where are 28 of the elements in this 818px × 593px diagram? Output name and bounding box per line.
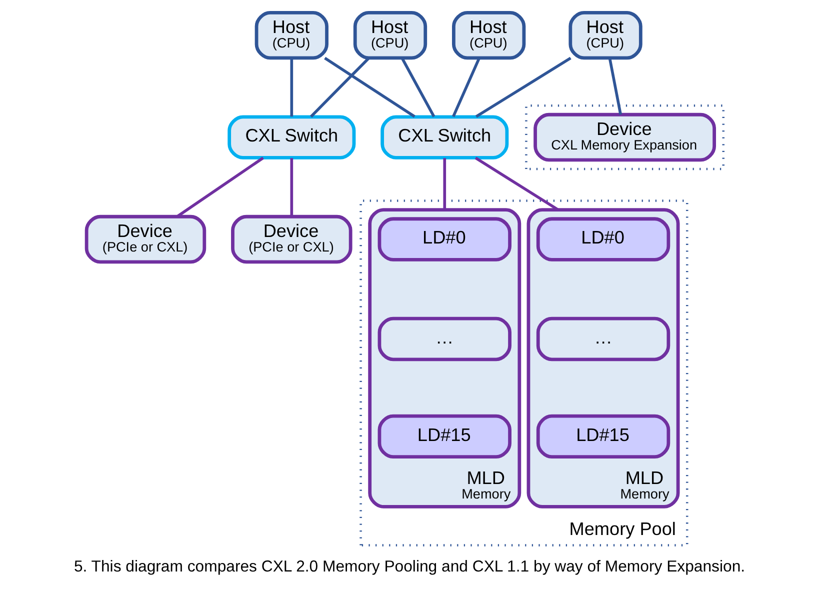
node-box: Device (PCIe or CXL) (230, 214, 352, 264)
connector (290, 58, 293, 117)
connector (400, 57, 435, 118)
node-box: Host (CPU) (352, 10, 427, 60)
connector (176, 156, 264, 218)
connector (474, 156, 558, 212)
connector (324, 56, 415, 118)
connector (452, 58, 480, 118)
node-box: LD#15 (377, 414, 511, 459)
node-box: LD#0 (377, 217, 511, 262)
node-box: CXL Switch (227, 115, 356, 160)
node-box: Host (CPU) (568, 10, 642, 60)
node-box: Device CXL Memory Expansion (533, 112, 716, 162)
node-box: … (536, 316, 670, 362)
node-box: LD#0 (536, 217, 670, 262)
cluster (524, 104, 724, 170)
connector (608, 58, 622, 115)
connector (310, 57, 370, 118)
node-box: Device (PCIe or CXL) (84, 214, 206, 264)
node-box: LD#15 (536, 414, 670, 459)
node-box: … (377, 316, 511, 362)
node-box: Host (CPU) (254, 10, 328, 60)
connector (442, 158, 446, 210)
connector (474, 56, 571, 118)
caption: 5. This diagram compares CXL 2.0 Memory Pooling and CXL 1.1 by way of Memory Expansion. (73, 558, 745, 576)
connector (290, 158, 293, 216)
node-box: Host (CPU) (452, 10, 526, 60)
node-box: CXL Switch (380, 115, 508, 160)
